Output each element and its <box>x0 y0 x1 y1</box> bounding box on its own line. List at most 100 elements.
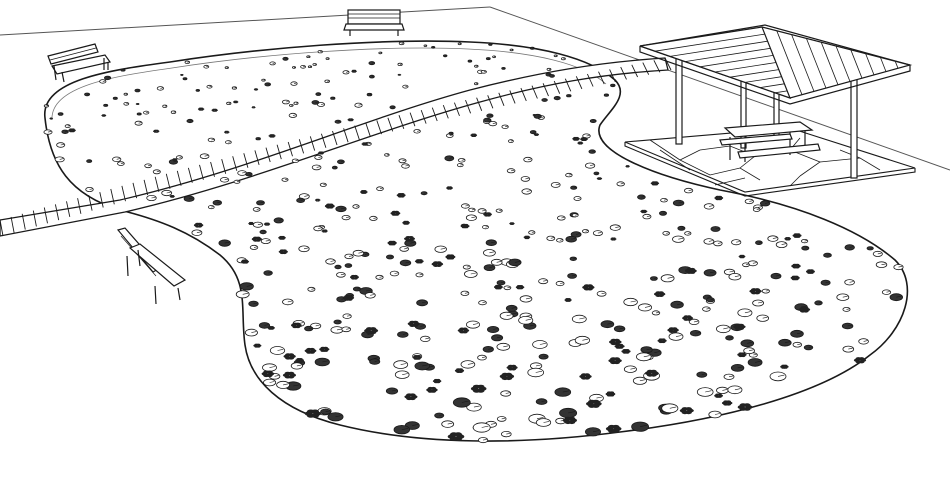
lily-pad-notch <box>749 349 754 351</box>
lily-pad-notch <box>487 119 491 121</box>
lily-pad-notch <box>526 190 531 192</box>
lily-pad-notch <box>572 274 576 277</box>
lily-pad-notch <box>120 162 124 164</box>
lily-pad-notch <box>717 242 722 244</box>
boardwalk-plank <box>199 164 204 180</box>
water-lily-flower <box>610 237 617 241</box>
boardwalk-plank <box>531 85 538 99</box>
lily-pad-notch <box>757 206 762 208</box>
lily-pad-notch <box>541 400 546 402</box>
water-lily-flower <box>169 195 175 198</box>
lily-pad-notch <box>274 375 279 377</box>
lily-pad-notch <box>537 115 541 117</box>
lily-pad-notch <box>675 335 682 337</box>
roof-plank-line <box>699 55 774 68</box>
boardwalk-plank <box>620 66 627 80</box>
lily-pad-notch <box>60 144 65 146</box>
lily-pad-notch <box>586 135 590 137</box>
lily-pad-notch <box>211 206 214 208</box>
water-lily-flower <box>667 327 679 333</box>
lily-pad-notch <box>505 126 508 128</box>
lily-pad <box>342 313 352 319</box>
lily-pad-notch <box>482 301 486 303</box>
water-lily-flower <box>640 209 648 214</box>
lily-pad-notch <box>573 258 576 260</box>
lily-pad-notch <box>156 170 160 173</box>
lily-pad-notch <box>678 201 683 204</box>
lily-pad-notch <box>796 332 803 335</box>
boardwalk-plank <box>631 64 639 78</box>
water-lily-flower <box>506 364 518 371</box>
water-lily-flower <box>791 263 801 269</box>
lily-pad-notch <box>373 217 377 219</box>
water-lily-flower <box>749 288 762 295</box>
lily-pad-notch <box>511 169 515 172</box>
lily-pad-notch <box>630 300 637 303</box>
water-lily-flower <box>577 141 584 145</box>
lily-pad-notch <box>404 247 408 250</box>
boardwalk-plank <box>487 95 494 109</box>
water-lily-flower <box>360 190 368 194</box>
lily-pad <box>696 387 714 397</box>
water-lily-flower <box>295 358 304 363</box>
picnic-table <box>719 121 821 162</box>
boardwalk-plank <box>553 80 561 94</box>
lily-pad-notch <box>753 354 757 356</box>
lily-pad-notch <box>493 328 498 330</box>
lily-pad-notch <box>405 85 408 87</box>
lily-pad <box>369 358 381 365</box>
boardwalk-plank <box>498 92 505 106</box>
water-lily-flower <box>342 294 355 301</box>
lily-pad <box>298 245 310 253</box>
lily-pad-notch <box>818 301 822 304</box>
water-lily-flower <box>402 220 410 225</box>
lily-pad <box>740 339 755 348</box>
lily-pad-notch <box>358 252 363 254</box>
boardwalk-plank <box>287 141 293 157</box>
lily-pad-notch <box>677 303 683 305</box>
boardwalk-plank <box>10 216 15 233</box>
lily-pad <box>291 158 299 163</box>
roof-plank-line <box>806 38 827 89</box>
water-lily-flower <box>509 222 515 225</box>
lily-pad-notch <box>224 178 229 181</box>
lily-pad-notch <box>525 297 531 300</box>
water-lily-flower <box>572 136 580 141</box>
lily-pad-notch <box>687 232 691 234</box>
water-lily-flower <box>153 129 160 133</box>
lily-pad-notch <box>379 276 383 278</box>
lily-pad-notch <box>559 239 563 241</box>
water-lily-flower <box>404 393 418 401</box>
water-lily-flower <box>390 210 401 216</box>
roof-plank-line <box>744 76 782 83</box>
water-lily-flower <box>654 291 666 297</box>
water-lily-flower <box>68 128 76 133</box>
lily-pad-notch <box>371 62 375 64</box>
lily-pad-notch <box>269 381 275 383</box>
lily-pad-notch <box>116 158 121 160</box>
lily-pad-notch <box>646 348 652 350</box>
water-lily-flower <box>282 371 296 379</box>
lily-pad-notch <box>531 231 535 233</box>
lily-pad-notch <box>762 316 768 319</box>
lily-pad-notch <box>655 312 660 314</box>
water-lily-flower <box>737 403 753 411</box>
lily-pad-notch <box>148 164 151 167</box>
lily-pad-notch <box>481 356 486 358</box>
lily-pad-notch <box>747 341 753 344</box>
lily-pad-notch <box>102 80 106 82</box>
lily-pad-notch <box>715 228 720 230</box>
lily-pad-notch <box>337 321 341 323</box>
water-lily-flower <box>211 108 218 112</box>
lily-pad-notch <box>260 201 264 204</box>
water-lily-flower <box>733 323 746 330</box>
lily-pad-notch <box>348 255 353 257</box>
roof-plank-line <box>865 53 875 76</box>
water-lily-flower <box>347 118 354 122</box>
lily-pad-notch <box>619 327 624 330</box>
lily-pad-notch <box>728 375 734 378</box>
lily-pad-notch <box>709 205 714 207</box>
lily-pad-notch <box>590 164 594 166</box>
lily-pad-notch <box>643 355 650 358</box>
boardwalk-plank <box>21 213 26 230</box>
